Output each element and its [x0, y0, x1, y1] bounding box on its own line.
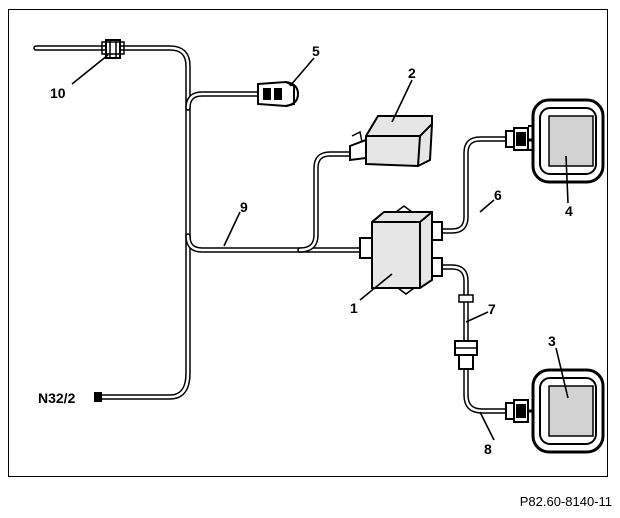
- leader-lines: [71, 54, 569, 441]
- label-3: 3: [548, 333, 556, 349]
- label-8: 8: [484, 441, 492, 457]
- n32-2-connector: [94, 392, 102, 402]
- label-n32-2: N32/2: [38, 390, 76, 406]
- connector-5: [257, 80, 300, 108]
- component-2: [349, 115, 433, 168]
- reference-code: P82.60-8140-11: [519, 494, 612, 509]
- wire-harness: [33, 45, 515, 414]
- lamp-3: [505, 368, 605, 454]
- label-4: 4: [565, 203, 573, 219]
- lamp-4: [505, 98, 605, 184]
- connector-10: [101, 39, 125, 59]
- component-1: [359, 205, 443, 295]
- label-9: 9: [240, 199, 248, 215]
- label-7: 7: [488, 301, 496, 317]
- label-1: 1: [350, 300, 358, 316]
- label-2: 2: [408, 65, 416, 81]
- label-10: 10: [50, 85, 66, 101]
- diagram-frame: [8, 9, 608, 477]
- label-6: 6: [494, 187, 502, 203]
- connector-7: [454, 294, 478, 370]
- label-5: 5: [312, 43, 320, 59]
